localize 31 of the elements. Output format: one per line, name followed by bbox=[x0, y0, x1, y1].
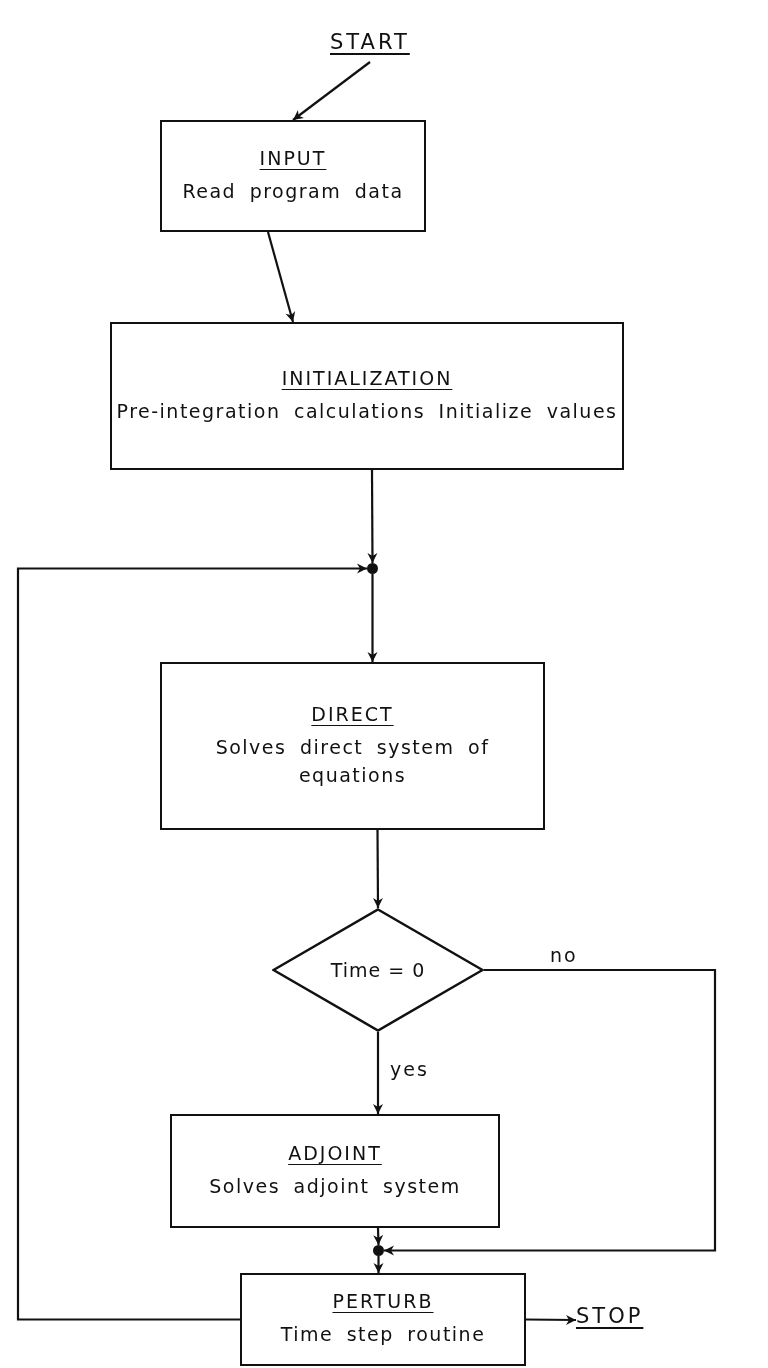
arrow bbox=[367, 574, 378, 662]
box-text: Pre-integration calculations Initialize values bbox=[116, 398, 618, 424]
box-heading: INITIALIZATION bbox=[281, 366, 453, 389]
terminal-label: START bbox=[330, 30, 410, 62]
box-text: Solves adjoint system bbox=[209, 1173, 461, 1199]
arrow bbox=[526, 1314, 576, 1325]
box-text: Time step routine bbox=[280, 1322, 486, 1348]
arrow bbox=[372, 830, 383, 908]
arrow bbox=[373, 1227, 384, 1246]
terminal-label: STOP bbox=[576, 1304, 656, 1336]
junction-dot bbox=[373, 1245, 384, 1256]
box-heading: DIRECT bbox=[311, 702, 394, 725]
process-box bbox=[110, 322, 624, 470]
arrow bbox=[367, 470, 378, 563]
box-heading: ADJOINT bbox=[288, 1141, 382, 1164]
condition-text: Time = 0 bbox=[330, 959, 426, 981]
box-text: Read program data bbox=[182, 178, 404, 204]
process-box bbox=[160, 662, 545, 830]
arrow bbox=[292, 61, 371, 121]
arrow bbox=[373, 1032, 383, 1114]
process-box bbox=[160, 120, 426, 232]
box-heading: INPUT bbox=[259, 146, 327, 169]
arrow bbox=[266, 231, 296, 323]
junction-dot bbox=[367, 563, 378, 574]
arrow bbox=[373, 1256, 384, 1273]
box-heading: PERTURB bbox=[332, 1290, 434, 1313]
box-text: Solves direct system of equations bbox=[214, 734, 491, 788]
arrow bbox=[384, 968, 717, 1256]
arrow bbox=[16, 563, 367, 1321]
process-box bbox=[240, 1273, 526, 1366]
process-box bbox=[170, 1114, 500, 1228]
